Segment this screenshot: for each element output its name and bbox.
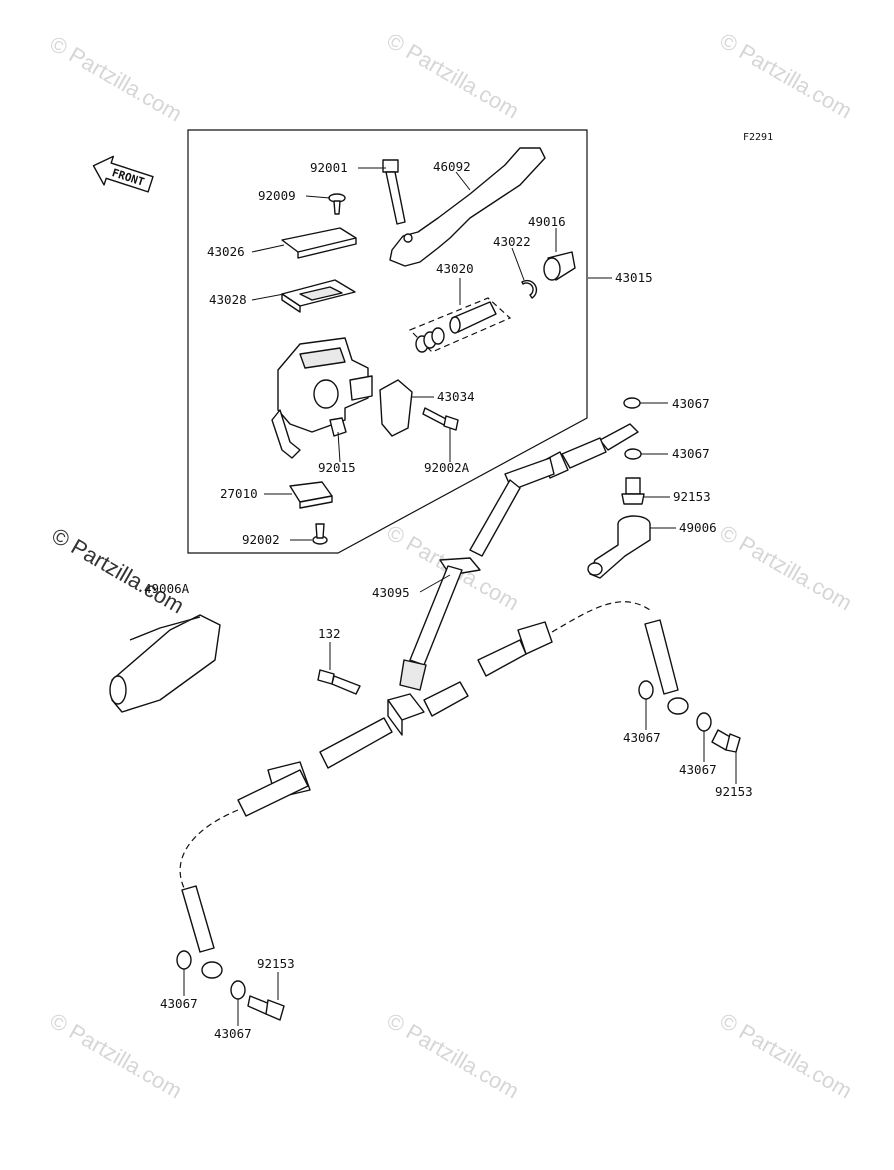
piston-kit[interactable]: [408, 297, 512, 353]
banjo-bolt[interactable]: [247, 995, 285, 1021]
part-label[interactable]: 49006A: [144, 581, 190, 596]
part-label[interactable]: 92153: [673, 489, 711, 504]
brake-switch[interactable]: [289, 481, 333, 509]
part-label[interactable]: 43095: [372, 585, 410, 600]
watermark-dark: © Partzilla.com: [48, 523, 189, 619]
part-label[interactable]: 43026: [207, 244, 245, 259]
washer[interactable]: [176, 950, 192, 970]
part-label[interactable]: 43067: [672, 446, 710, 461]
figure-code: F2291: [743, 132, 773, 143]
part-label[interactable]: 132: [318, 626, 341, 641]
bleeder-cap[interactable]: [587, 515, 651, 579]
handlebar-clamp[interactable]: [379, 379, 413, 437]
part-label[interactable]: 49006: [679, 520, 717, 535]
part-label[interactable]: 43067: [214, 1026, 252, 1041]
switch-screw[interactable]: [329, 417, 347, 437]
part-label[interactable]: 43067: [160, 996, 198, 1011]
circlip[interactable]: [521, 279, 538, 299]
part-label[interactable]: 43020: [436, 261, 474, 276]
part-label[interactable]: 43028: [209, 292, 247, 307]
watermark: © Partzilla.com: [716, 28, 857, 124]
washer[interactable]: [696, 712, 712, 732]
brake-hose-right[interactable]: [423, 601, 689, 717]
reservoir-cap[interactable]: [281, 227, 357, 259]
watermark: © Partzilla.com: [46, 1008, 187, 1104]
part-label[interactable]: 49016: [528, 214, 566, 229]
clamp-bolt[interactable]: [422, 407, 459, 431]
part-label[interactable]: 92153: [257, 956, 295, 971]
part-label[interactable]: 43034: [437, 389, 475, 404]
washer[interactable]: [623, 397, 641, 409]
part-label[interactable]: 43022: [493, 234, 531, 249]
watermark: © Partzilla.com: [46, 31, 187, 127]
switch-mount-screw[interactable]: [312, 523, 328, 545]
dust-boot[interactable]: [543, 251, 576, 281]
brake-hose-upper[interactable]: [399, 423, 639, 691]
master-cylinder-body[interactable]: [271, 337, 373, 459]
part-label[interactable]: 43015: [615, 270, 653, 285]
washer[interactable]: [230, 980, 246, 1000]
brake-lever[interactable]: [389, 147, 546, 267]
assembly-box: [187, 129, 588, 554]
watermark: © Partzilla.com: [383, 1008, 524, 1104]
diaphragm[interactable]: [281, 279, 356, 313]
front-arrow-icon: FRONT: [92, 155, 154, 193]
pivot-bolt[interactable]: [382, 159, 406, 225]
washer[interactable]: [624, 448, 642, 460]
part-label[interactable]: 92009: [258, 188, 296, 203]
part-label[interactable]: 92002: [242, 532, 280, 547]
part-label[interactable]: 92015: [318, 460, 356, 475]
watermark: © Partzilla.com: [716, 1008, 857, 1104]
washer[interactable]: [638, 680, 654, 700]
part-label[interactable]: 43067: [672, 396, 710, 411]
leader-lines: [183, 167, 737, 1026]
part-label[interactable]: 43067: [679, 762, 717, 777]
watermark: © Partzilla.com: [716, 520, 857, 616]
part-label[interactable]: 92002A: [424, 460, 470, 475]
hose-joint[interactable]: [387, 693, 425, 736]
brake-hose-left[interactable]: [179, 717, 393, 979]
part-label[interactable]: 27010: [220, 486, 258, 501]
banjo-bolt[interactable]: [711, 729, 741, 753]
part-label[interactable]: 92153: [715, 784, 753, 799]
watermark: © Partzilla.com: [383, 28, 524, 124]
joint-bolt[interactable]: [317, 669, 361, 695]
banjo-bolt[interactable]: [621, 477, 645, 505]
part-label[interactable]: 46092: [433, 159, 471, 174]
part-labels: 92001 46092 92009 49016 43022 43026 4302…: [144, 159, 753, 1041]
bleeder-cap-assembly[interactable]: [109, 614, 221, 713]
part-label[interactable]: 92001: [310, 160, 348, 175]
part-label[interactable]: 43067: [623, 730, 661, 745]
cap-screw[interactable]: [328, 193, 346, 215]
